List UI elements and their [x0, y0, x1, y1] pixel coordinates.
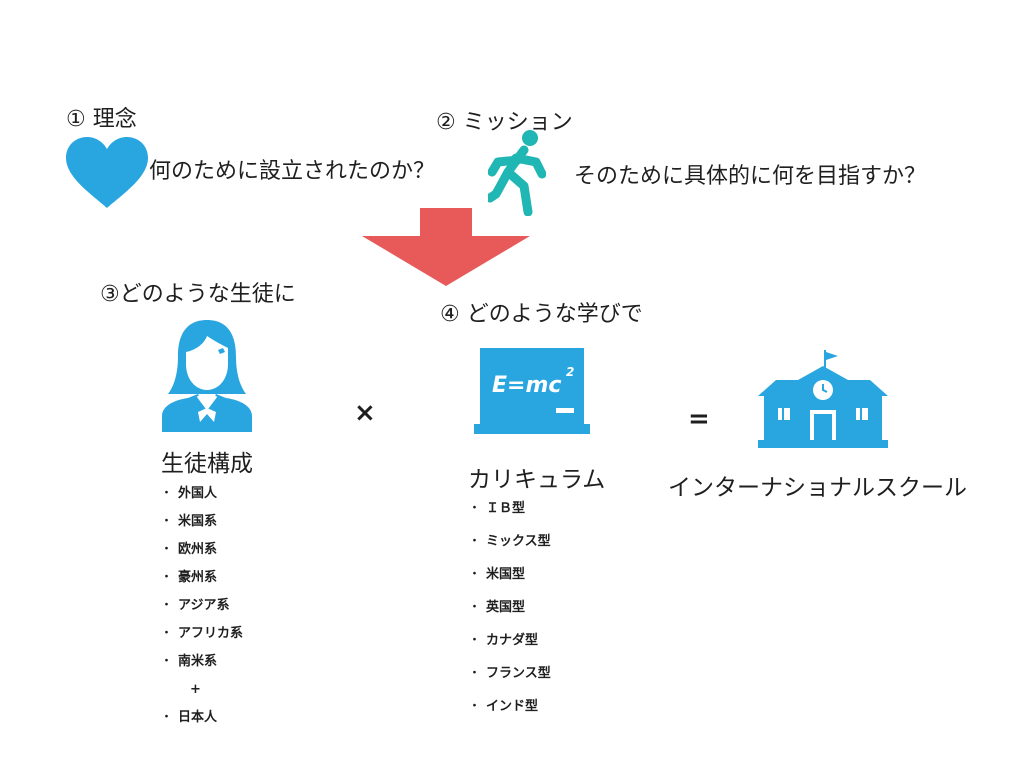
heading-students: ③どのような生徒に	[100, 282, 296, 307]
formula-exponent: 2	[566, 365, 574, 379]
students-term: 生徒構成	[161, 451, 253, 477]
heart-icon	[66, 137, 148, 208]
times-operator: ×	[354, 398, 376, 428]
list-item: ・アジア系	[160, 598, 230, 613]
students-list: ・外国人 ・米国系 ・欧州系 ・豪州系 ・アジア系 ・アフリカ系 ・南米系 + …	[160, 480, 243, 732]
running-person-icon	[488, 130, 546, 216]
heading-learning: ④ どのような学びで	[440, 302, 643, 327]
blackboard-icon: E=mc 2	[474, 348, 590, 434]
down-arrow-icon	[362, 208, 530, 286]
equals-operator: =	[688, 404, 710, 434]
list-item: ・フランス型	[468, 666, 551, 681]
heading-philosophy: ① 理念	[66, 107, 137, 132]
formula-text: E=mc	[492, 373, 561, 398]
student-icon	[162, 320, 252, 432]
school-building-icon	[758, 350, 888, 448]
list-item: ・日本人	[160, 710, 218, 725]
mission-question: そのために具体的に何を目指すか？	[574, 164, 927, 189]
list-item: ・ミックス型	[468, 534, 551, 549]
list-item: ・米国型	[468, 567, 526, 582]
list-item: ・カナダ型	[468, 633, 539, 648]
curriculum-list: ・ＩＢ型 ・ミックス型 ・米国型 ・英国型 ・カナダ型 ・フランス型 ・インド型	[468, 492, 551, 723]
list-item: ・豪州系	[160, 570, 218, 585]
curriculum-term: カリキュラム	[468, 467, 606, 493]
list-item: ・インド型	[468, 699, 539, 714]
list-item: ・欧州系	[160, 542, 218, 557]
list-item: ・アフリカ系	[160, 626, 244, 641]
heading-mission: ② ミッション	[436, 110, 573, 135]
result-label: インターナショナルスクール	[668, 475, 967, 501]
list-item: ・英国型	[468, 600, 526, 615]
list-item: ・米国系	[160, 514, 218, 529]
plus-sign: +	[190, 682, 201, 697]
list-item: ・ＩＢ型	[468, 501, 526, 516]
list-item: ・外国人	[160, 486, 218, 501]
list-item: ・南米系	[160, 654, 218, 669]
philosophy-question: 何のために設立されたのか？	[149, 159, 436, 184]
